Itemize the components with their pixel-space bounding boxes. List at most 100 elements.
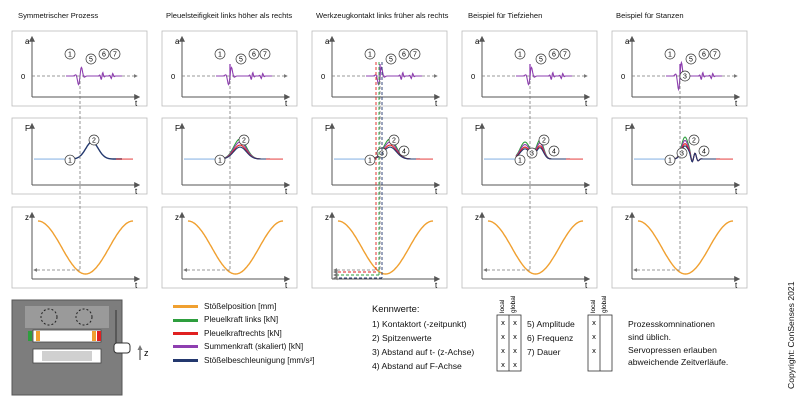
copyright: Copyright: ConSenses 2021 [786,281,796,390]
plot-panel [161,206,298,289]
marker-2 [388,134,400,146]
column-title-contact: Werkzeugkontakt links früher als rechts [316,11,449,20]
marker-1 [664,48,676,60]
marker-7-label: 7 [113,52,117,59]
plot-panel [611,206,748,289]
marker-3-label: 3 [530,151,534,158]
y-axis-label: z [625,213,629,222]
y-axis-label: a [175,37,180,46]
legend-item-position: Stößelposition [mm] [173,300,315,313]
legend-item-acceleration: Stößelbeschleunigung [mm/s²] [173,354,315,367]
kennwert-1: 1) Kontaktort (-zeitpunkt) [372,319,467,329]
marker-2-label: 2 [392,138,396,145]
marker-2-label: 2 [92,138,96,145]
y-axis-label: z [475,213,479,222]
time-axis-label: t [285,99,288,108]
check-mark: x [513,332,517,341]
marker-1-label: 1 [668,158,672,165]
y-axis-label: F [475,124,480,133]
marker-3 [676,147,688,159]
marker-2-label: 2 [692,138,696,145]
check-mark: x [501,360,505,369]
marker-1 [64,154,76,166]
marker-6-label: 6 [402,52,406,59]
marker-1-label: 1 [68,52,72,59]
acceleration-curve [516,66,572,86]
time-axis-label: t [435,187,438,196]
time-axis-label: t [735,281,738,290]
marker-6-label: 6 [102,52,106,59]
time-axis-label: t [135,99,138,108]
marker-7-label: 7 [713,52,717,59]
kennwert-7: 7) Dauer [527,347,561,357]
zero-label: 0 [21,72,25,81]
marker-2 [238,134,250,146]
y-axis-label: F [175,124,180,133]
check-mark: x [592,318,596,327]
marker-5-label: 5 [689,57,693,64]
marker-7 [409,48,421,60]
marker-1 [514,48,526,60]
y-axis-label: a [625,37,630,46]
zero-label: 0 [171,72,175,81]
marker-5-label: 5 [239,57,243,64]
local-header-right: local [590,299,597,313]
marker-7-label: 7 [263,52,267,59]
marker-4 [698,145,710,157]
legend-item-force-sum: Summenkraft (skaliert) [kN] [173,340,315,353]
position-curve [187,220,284,275]
column-title-symmetric: Symmetrischer Prozess [18,11,99,20]
position-curve [487,220,584,275]
time-axis-label: t [585,281,588,290]
global-header-left: global [510,295,517,313]
time-axis-label: t [585,187,588,196]
kennwert-4: 4) Abstand auf F-Achse [372,361,462,371]
marker-7 [259,48,271,60]
marker-1-label: 1 [368,52,372,59]
marker-4-label: 4 [552,149,556,156]
y-axis-label: a [25,37,30,46]
acceleration-curve [366,66,422,86]
zero-label: 0 [321,72,325,81]
press-crown [25,306,109,328]
check-mark: x [501,332,505,341]
marker-6 [698,48,710,60]
plot-panel [461,206,598,289]
marker-2-label: 2 [242,138,246,145]
sensor [113,342,131,354]
marker-7 [109,48,121,60]
legend-swatch [173,318,198,322]
marker-5 [535,53,547,65]
column-title-punching: Beispiel für Stanzen [616,11,684,20]
marker-1 [64,48,76,60]
acceleration-curve [666,60,722,92]
legend-swatch [173,345,198,349]
marker-1-label: 1 [668,52,672,59]
kennwerte-title: Kennwerte: [372,303,420,314]
legend: Stößelposition [mm] Pleuelkraft links [k… [173,300,315,367]
marker-4-label: 4 [402,149,406,156]
marker-4-label: 4 [702,149,706,156]
marker-1-label: 1 [368,158,372,165]
time-axis-label: t [135,187,138,196]
y-axis-label: F [625,124,630,133]
marker-2 [88,134,100,146]
legend-swatch [173,358,198,362]
marker-6 [398,48,410,60]
check-mark: x [592,332,596,341]
legend-swatch [173,305,198,309]
time-axis-label: t [285,281,288,290]
marker-5 [385,53,397,65]
press-schematic: z [11,299,149,396]
y-axis-label: a [475,37,480,46]
column-title-stiffness: Pleuelsteifigkeit links höher als rechts [166,11,293,20]
check-mark: x [592,346,596,355]
global-header-right: global [601,295,608,313]
check-mark: x [501,318,505,327]
marker-5 [235,53,247,65]
marker-6 [98,48,110,60]
time-axis-label: t [735,99,738,108]
plot-panel [11,117,148,195]
